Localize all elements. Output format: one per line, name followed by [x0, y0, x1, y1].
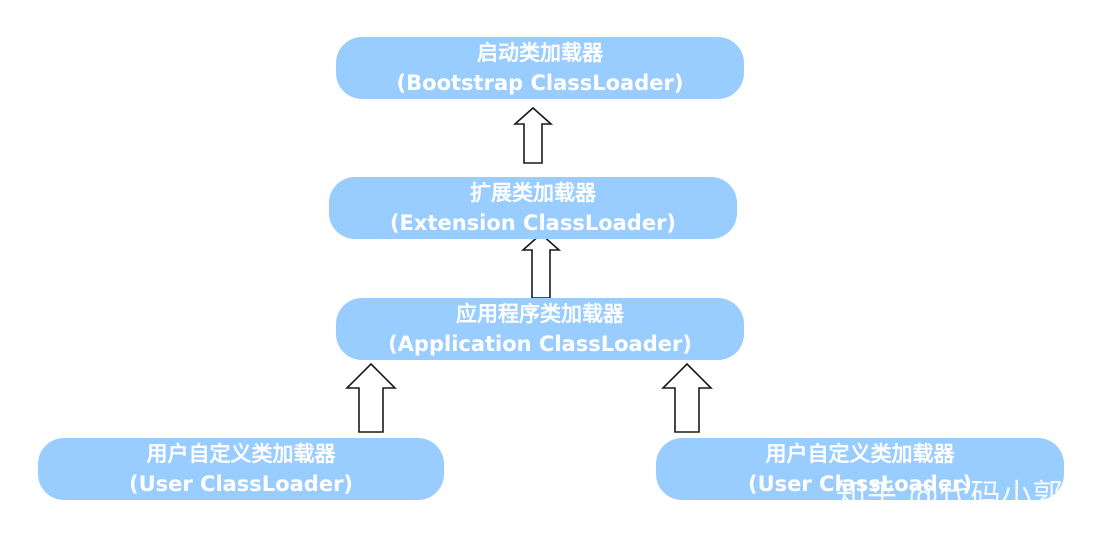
arrow-extension-to-bootstrap [512, 106, 554, 164]
arrow-user-left-to-application [345, 362, 397, 433]
user-classloader-node-right: 用户自定义类加载器 (User ClassLoader) [656, 438, 1064, 500]
node-title: 用户自定义类加载器 [146, 442, 336, 466]
user-classloader-node-left: 用户自定义类加载器 (User ClassLoader) [38, 438, 444, 500]
application-classloader-node: 应用程序类加载器 (Application ClassLoader) [336, 298, 744, 360]
node-subtitle: (Application ClassLoader) [388, 332, 692, 356]
node-subtitle: (Bootstrap ClassLoader) [396, 71, 684, 95]
node-subtitle: (User ClassLoader) [128, 472, 354, 496]
bootstrap-classloader-node: 启动类加载器 (Bootstrap ClassLoader) [336, 37, 744, 99]
node-subtitle: (User ClassLoader) [747, 472, 973, 496]
node-subtitle: (Extension ClassLoader) [389, 211, 677, 235]
node-title: 应用程序类加载器 [456, 302, 624, 326]
node-title: 扩展类加载器 [470, 181, 596, 205]
node-title: 用户自定义类加载器 [765, 442, 955, 466]
extension-classloader-node: 扩展类加载器 (Extension ClassLoader) [329, 177, 737, 239]
arrow-user-right-to-application [661, 362, 713, 433]
node-title: 启动类加载器 [477, 41, 603, 65]
arrow-application-to-extension [520, 232, 562, 299]
watermark: 知乎 @代码小郭 [836, 478, 1064, 513]
